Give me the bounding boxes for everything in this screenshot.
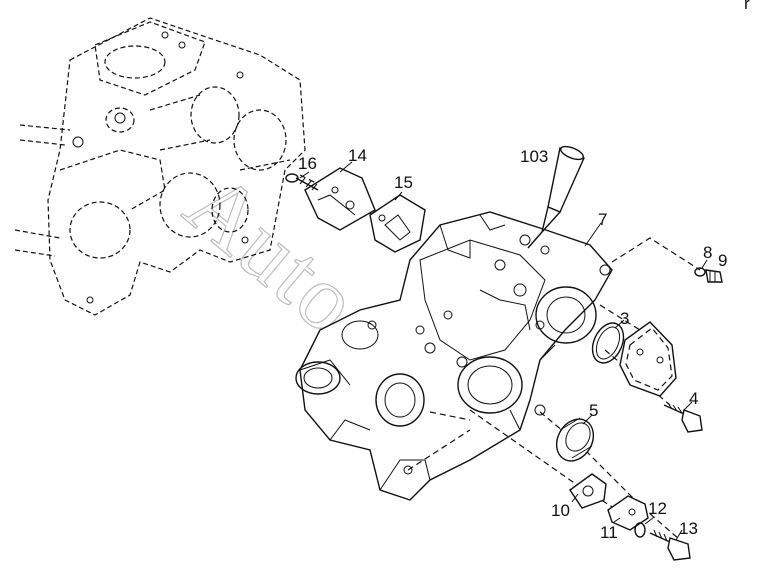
callout-labels: 16 14 15 103 7 8 9 3 4 5 10 11 12 13 — [298, 146, 727, 542]
callout-103: 103 — [520, 147, 548, 166]
gasket-10 — [569, 473, 607, 509]
callout-15: 15 — [394, 173, 413, 192]
corner-mark: r — [744, 0, 750, 13]
sealant-tube-103 — [527, 145, 585, 249]
bolt-13 — [649, 529, 691, 561]
callout-3: 3 — [620, 309, 629, 328]
callout-10: 10 — [551, 501, 570, 520]
callout-4: 4 — [689, 389, 698, 408]
oil-seal-5 — [555, 417, 595, 462]
callout-12: 12 — [648, 499, 667, 518]
washer-12 — [634, 522, 646, 538]
callout-11: 11 — [600, 523, 618, 542]
gasket-14 — [304, 167, 376, 231]
screw-16 — [285, 173, 319, 191]
callout-14: 14 — [348, 146, 367, 165]
gasket-15 — [369, 194, 426, 253]
engine-block-ghost — [14, 17, 306, 316]
bolt-4 — [663, 402, 703, 433]
blanking-plate-11 — [607, 495, 649, 531]
timing-cover — [295, 211, 613, 501]
callout-16: 16 — [298, 154, 317, 173]
leader-lines — [299, 161, 708, 541]
washer-plug-8-9 — [694, 267, 723, 283]
callout-13: 13 — [679, 519, 698, 538]
callout-7: 7 — [598, 210, 607, 229]
callout-5: 5 — [589, 401, 598, 420]
callout-9: 9 — [718, 251, 727, 270]
callout-8: 8 — [703, 243, 712, 262]
cover-plate — [619, 321, 677, 397]
